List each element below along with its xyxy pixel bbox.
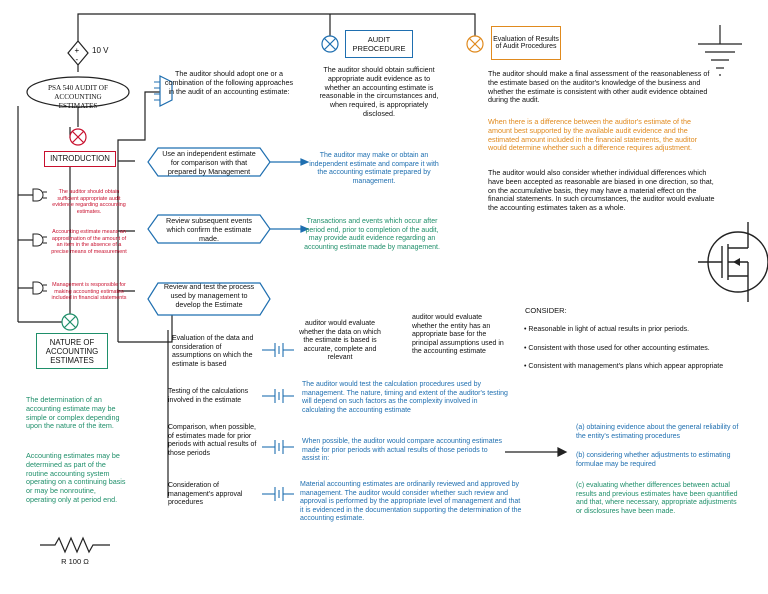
svg-text:+: + (75, 46, 80, 55)
approach-1-label: Use an independent estimate for comparis… (162, 149, 256, 176)
evaluation-text-2: When there is a difference between the a… (488, 117, 697, 153)
lamp-icon-audit-procedure (321, 35, 339, 53)
process-step-1: Evaluation of the data and consideration… (172, 335, 254, 368)
resistor-icon (40, 536, 110, 554)
evaluation-text-1: The auditor should make a final assessme… (488, 69, 710, 105)
title-text: PSA 540 AUDIT OF ACCOUNTING ESTIMATES (48, 84, 108, 110)
transistor-arrow-icon (733, 258, 740, 266)
arrows (270, 158, 310, 233)
plug-icons (32, 188, 47, 295)
process-step-1-note: auditor would evaluate whether the data … (299, 320, 381, 362)
process-step-3-note: When possible, the auditor would compare… (302, 438, 502, 463)
consider-item-3: • Consistent with management's plans whi… (524, 363, 724, 370)
consider-item-1: • Reasonable in light of actual results … (524, 326, 690, 333)
nature-para-2: Accounting estimates may be determined a… (26, 451, 126, 504)
svg-text:-: - (76, 55, 79, 64)
battery-icons (262, 343, 294, 501)
process-step-4: Consideration of management's approval p… (168, 482, 243, 507)
process-step-4-note: Material accounting estimates are ordina… (300, 481, 522, 523)
power-source-icon: + - (67, 40, 89, 72)
nature-box: NATURE OF ACCOUNTING ESTIMATES (36, 333, 108, 369)
intro-item-1: The auditor should obtain sufficient app… (52, 189, 126, 215)
lamp-icon-evaluation (466, 35, 484, 53)
approach-2-label: Review subsequent events which confirm t… (166, 216, 252, 243)
audit-procedure-box: AUDIT PREOCEDURE (345, 30, 413, 58)
audit-procedure-text: The auditor should obtain sufficient app… (319, 65, 439, 118)
title-ellipse (26, 76, 130, 108)
power-label: 10 V (92, 46, 109, 55)
resistor-label: R 100 Ω (61, 557, 89, 566)
approach-1-note: The auditor may make or obtain an indepe… (309, 152, 439, 185)
intro-item-3: Management is responsible for making acc… (51, 282, 127, 302)
intro-item-2: Accounting estimate means an approximati… (51, 229, 127, 255)
process-step-2-note: The auditor would test the calculation p… (302, 381, 508, 414)
evaluation-box: Evaluation of Results of Audit Procedure… (491, 26, 561, 60)
comparison-item-b: (b) considering whether adjustments to e… (576, 452, 731, 468)
consider-item-2: • Consistent with those used for other a… (524, 345, 710, 352)
approaches-intro: The auditor should adopt one or a combin… (164, 69, 294, 96)
process-step-3: Comparison, when possible, of estimates … (168, 424, 257, 457)
consider-label: CONSIDER: (525, 306, 567, 315)
lamp-icon-nature (61, 313, 79, 331)
mux-icon (159, 75, 173, 107)
process-step-2: Testing of the calculations involved in … (168, 388, 249, 404)
evaluation-text-3: The auditor would also consider whether … (488, 168, 715, 213)
comparison-item-c: (c) evaluating whether differences betwe… (576, 482, 738, 515)
hex-approach-3 (147, 282, 271, 316)
approach-2-note: Transactions and events which occur afte… (304, 218, 440, 251)
transistor-icon (698, 222, 768, 302)
approach-3-label: Review and test the process used by mana… (163, 282, 255, 309)
lamp-icon-intro (69, 128, 87, 146)
nature-para-1: The determination of an accounting estim… (26, 395, 120, 431)
comparison-item-a: (a) obtaining evidence about the general… (576, 424, 739, 440)
process-step-1-note-2: auditor would evaluate whether the entit… (412, 314, 504, 356)
introduction-box: INTRODUCTION (44, 151, 116, 167)
